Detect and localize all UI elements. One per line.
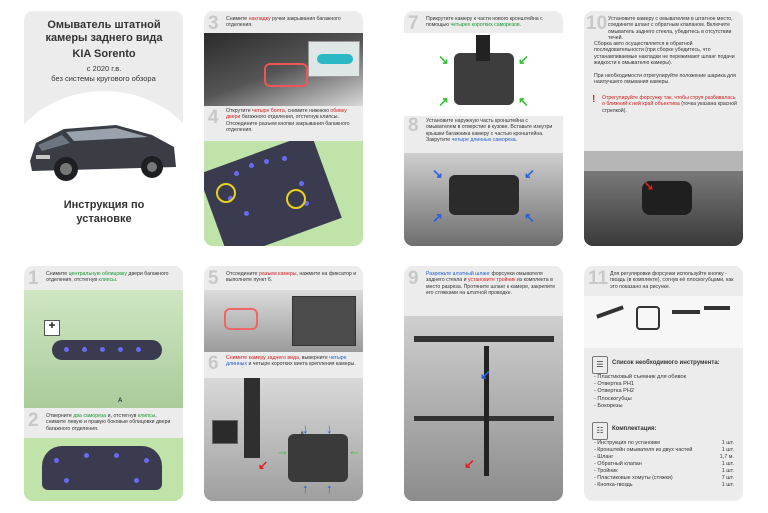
step-card-5-6: 5 Отсоедините разъем камеры, нажмите на …: [204, 266, 363, 501]
step-number-8: 8: [408, 115, 419, 136]
step-number-7: 7: [408, 13, 419, 34]
step-text-9: Разрежьте штатный шланг форсунки омывате…: [426, 271, 556, 297]
cover-brand: KIA Sorento: [72, 48, 136, 60]
step-10-photo: ➘: [584, 151, 743, 246]
handle-cover-inset: [308, 41, 360, 77]
step-text-3: Снимите накладку ручки закрывания багажн…: [226, 16, 341, 29]
step-number-3: 3: [208, 13, 219, 34]
tool-item: - Отвертка PH1: [594, 381, 635, 388]
step-text-1: Снимите центральную облицовку двери бага…: [46, 271, 169, 284]
tool-item: - Бокорезы: [594, 402, 623, 409]
tools-icon: ☰: [592, 356, 608, 374]
step-card-9: 9 Разрежьте штатный шланг форсунки омыва…: [404, 266, 563, 501]
step-number-6: 6: [208, 353, 219, 374]
kit-icon: ☷: [592, 422, 608, 440]
step-8-photo: ↘↙ ↗↖: [404, 153, 563, 246]
step-5-photo: [204, 290, 363, 352]
step-6-photo: ↓↓ ↑↑ →← ↙ A: [204, 378, 363, 501]
step-number-1: 1: [28, 268, 39, 289]
step-number-4: 4: [208, 107, 219, 128]
step-card-11: 11 Для регулировки форсунки используйте …: [584, 266, 743, 501]
step-11-illustration: [584, 296, 743, 348]
cover-subtitle: Инструкция по установке: [63, 199, 145, 225]
label-a-6: A: [300, 432, 305, 438]
cover-title: Омыватель штатной камеры заднего вида: [45, 19, 163, 44]
tool-item: - Отвертка PH2: [594, 388, 635, 395]
step-text-5: Отсоедините разъем камеры, нажмите на фи…: [226, 271, 357, 284]
step-10-adjust-note: При необходимости отрегулируйте положени…: [594, 73, 736, 86]
step-number-5: 5: [208, 268, 219, 289]
cover-year: с 2020 г.в.: [86, 64, 122, 73]
cover-card: Омыватель штатной камеры заднего вида KI…: [24, 11, 183, 246]
car-illustration: [30, 125, 176, 181]
step-number-2: 2: [28, 410, 39, 431]
step-text-2: Отверните два самореза и, отстегнув клип…: [46, 413, 171, 432]
step-card-3-4: 3 Снимите накладку ручки закрывания бага…: [204, 11, 363, 246]
step-card-7-8: 7 Прикрутите камеру к части нового кронш…: [404, 11, 563, 246]
step-text-4: Открутите четыре болта, снимите нижнюю о…: [226, 108, 350, 134]
tool-item: - Пластиковый съемник для обивок: [594, 374, 687, 380]
kit-title: Комплектация:: [612, 426, 657, 432]
tools-title: Список необходимого инструмента:: [612, 360, 720, 366]
step-card-10: 10 Установите камеру с омывателем в штат…: [584, 11, 743, 246]
step-text-8: Установите наружную часть кронштейна с о…: [426, 118, 553, 144]
step-number-9: 9: [408, 268, 419, 289]
step-text-7: Прикрутите камеру к части нового кронште…: [426, 16, 543, 29]
step-2-photo: [24, 438, 183, 501]
step-4-photo: [204, 141, 363, 246]
tool-item: - Плоскогубцы: [594, 395, 632, 402]
step-number-11: 11: [588, 268, 609, 289]
step-text-10: Установите камеру с омывателем в штатное…: [608, 16, 733, 42]
label-a-1: A: [118, 398, 123, 404]
step-9-photo: ↙ ↙: [404, 316, 563, 501]
step-1-photo: ✚ A: [24, 290, 183, 408]
warning-icon: !: [592, 94, 596, 105]
kit-item: - Пластиковые хомуты (стяжки)7 шт.: [594, 475, 734, 481]
step-3-photo: [204, 33, 363, 106]
step-text-6: Снимите камеру заднего вида, выверните ч…: [226, 355, 356, 368]
step-10-assembly-note: Сборка авто осуществляется в обратной по…: [594, 41, 735, 67]
step-card-1-2: 1 Снимите центральную облицовку двери ба…: [24, 266, 183, 501]
step-text-11: Для регулировки форсунки используйте кно…: [610, 271, 734, 290]
step-10-warning: Отрегулируйте форсунку так, чтобы струя …: [602, 95, 737, 114]
tools-list: - Пластиковый съемник для обивок - Отвер…: [594, 374, 734, 410]
step-number-10: 10: [586, 13, 608, 34]
step-7-photo: ↘↙ ↗↖: [404, 33, 563, 116]
cover-note: без системы кругового обзора: [51, 74, 156, 83]
